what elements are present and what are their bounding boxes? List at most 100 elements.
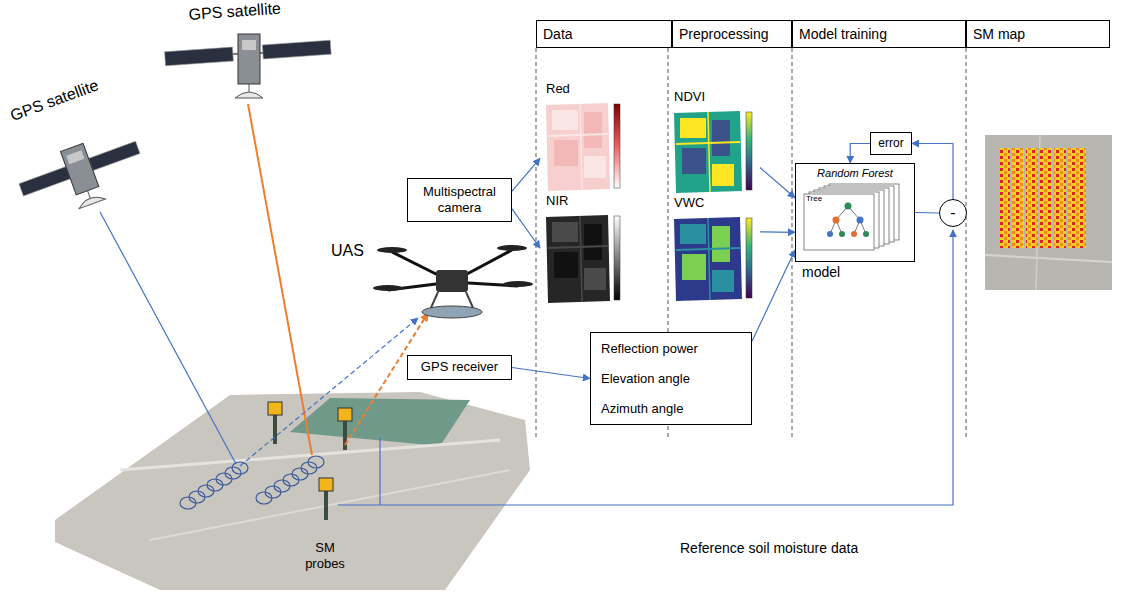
signal-paths-part (100, 212, 236, 464)
connector-arrow (512, 368, 590, 379)
annotation-label: UAS (331, 242, 364, 260)
image-title: VWC (668, 194, 760, 212)
raster-image-part (708, 112, 710, 192)
annotation-label: Reference soil moisture data (680, 540, 858, 556)
stage-header: Preprocessing (672, 20, 792, 48)
raster-image (672, 216, 760, 302)
soil-moisture-map-part-part (1052, 148, 1054, 248)
uas-drone (373, 245, 533, 318)
random-forest-icon-part (827, 231, 833, 237)
gps-satellite-part (249, 84, 250, 92)
raster-image-part (676, 142, 740, 144)
gps-satellite-part-part (89, 141, 140, 170)
image-panel: Red (540, 80, 628, 192)
soil-moisture-map-part (1000, 148, 1086, 248)
gps-satellite-part (61, 143, 99, 194)
header-lines-part (966, 48, 967, 437)
process-box: error (870, 132, 912, 155)
raster-image (544, 214, 628, 304)
raster-image-part (614, 216, 620, 300)
connector-arrow (752, 250, 795, 341)
raster-image-part (548, 246, 608, 248)
random-forest-icon-part (845, 203, 852, 210)
annotation-label: SM probes (298, 540, 352, 571)
field-image-part-part (308, 456, 324, 468)
feature-text: Elevation angle (601, 371, 741, 386)
soil-moisture-probes-part (268, 402, 282, 415)
soil-moisture-probes-part (324, 488, 328, 520)
image-panel: VWC (668, 194, 760, 302)
raster-image-part (548, 134, 608, 136)
gps-satellite (14, 126, 151, 225)
uas-drone-part (377, 247, 407, 253)
connector-arrow (912, 144, 953, 200)
raster-image-part (680, 118, 706, 138)
raster-image-part (674, 217, 742, 301)
random-forest-icon-part (833, 217, 840, 224)
raster-image-part (674, 111, 742, 193)
raster-image-part (580, 104, 582, 190)
process-box: GPS receiver (407, 355, 512, 380)
raster-image (544, 102, 628, 192)
image-title: NIR (540, 192, 628, 210)
soil-moisture-probes-part (343, 418, 347, 450)
connector-arrow (915, 212, 939, 214)
random-forest-icon-part (851, 231, 857, 237)
raster-image-part (682, 148, 706, 174)
uas-drone-part (436, 270, 468, 292)
soil-moisture-probes-part (319, 478, 333, 491)
stage-header: Data (536, 20, 672, 48)
random-forest-icon-part (804, 194, 874, 250)
uas-drone-part (422, 306, 482, 318)
raster-image-part (746, 112, 752, 190)
uas-drone-part (497, 245, 527, 251)
signal-paths-part (248, 104, 312, 455)
image-title: NDVI (668, 88, 760, 106)
raster-image-part (712, 226, 730, 262)
soil-moisture-map-part-part (1024, 148, 1026, 248)
raster-image-part (712, 120, 730, 156)
box-text: error (878, 136, 903, 151)
soil-moisture-map-part-part (1010, 148, 1012, 248)
raster-image-part (546, 215, 610, 303)
random-forest-icon-part (863, 231, 869, 237)
header-lines (536, 48, 966, 437)
header-lines-part (792, 48, 793, 437)
field-image-part-part (225, 467, 241, 479)
model-caption: model (802, 264, 840, 280)
connector-arrow (760, 168, 795, 198)
raster-image-part (712, 270, 734, 292)
header-text: SM map (973, 26, 1103, 42)
annotation-label: GPS satellite (188, 0, 282, 24)
annotation-label: GPS satellite (8, 76, 101, 125)
raster-image-part (552, 222, 578, 242)
connector-arrow (850, 144, 870, 164)
header-text: Model training (799, 26, 959, 42)
gps-satellite-part-part (165, 47, 234, 66)
uas-drone-part (373, 285, 403, 291)
raster-image-part (682, 254, 706, 280)
feature-text: Reflection power (601, 341, 741, 356)
raster-image-part (554, 140, 578, 166)
signal-paths (100, 104, 953, 505)
image-title: Red (540, 80, 628, 98)
header-text: Preprocessing (679, 26, 785, 42)
soil-moisture-probes (268, 402, 352, 520)
field-image-part-part (232, 462, 248, 474)
field-image-part (379, 438, 380, 505)
raster-image-part (584, 112, 602, 148)
subtract-circle: - (939, 199, 967, 227)
model-box: Random Forestmodel (795, 163, 915, 262)
soil-moisture-map-part (1010, 148, 1068, 248)
image-panel: NIR (540, 192, 628, 304)
gps-satellite-part (66, 150, 84, 164)
gps-satellite-part (77, 193, 105, 208)
random-forest-icon-part (830, 206, 866, 234)
soil-moisture-map-part (985, 135, 1112, 290)
gps-satellite-part (235, 92, 263, 98)
gps-satellite-part (242, 40, 256, 50)
raster-image-part (552, 110, 578, 130)
gps-satellite-part (88, 191, 91, 199)
raster-image-part (584, 268, 606, 290)
operator-symbol: - (950, 205, 955, 221)
